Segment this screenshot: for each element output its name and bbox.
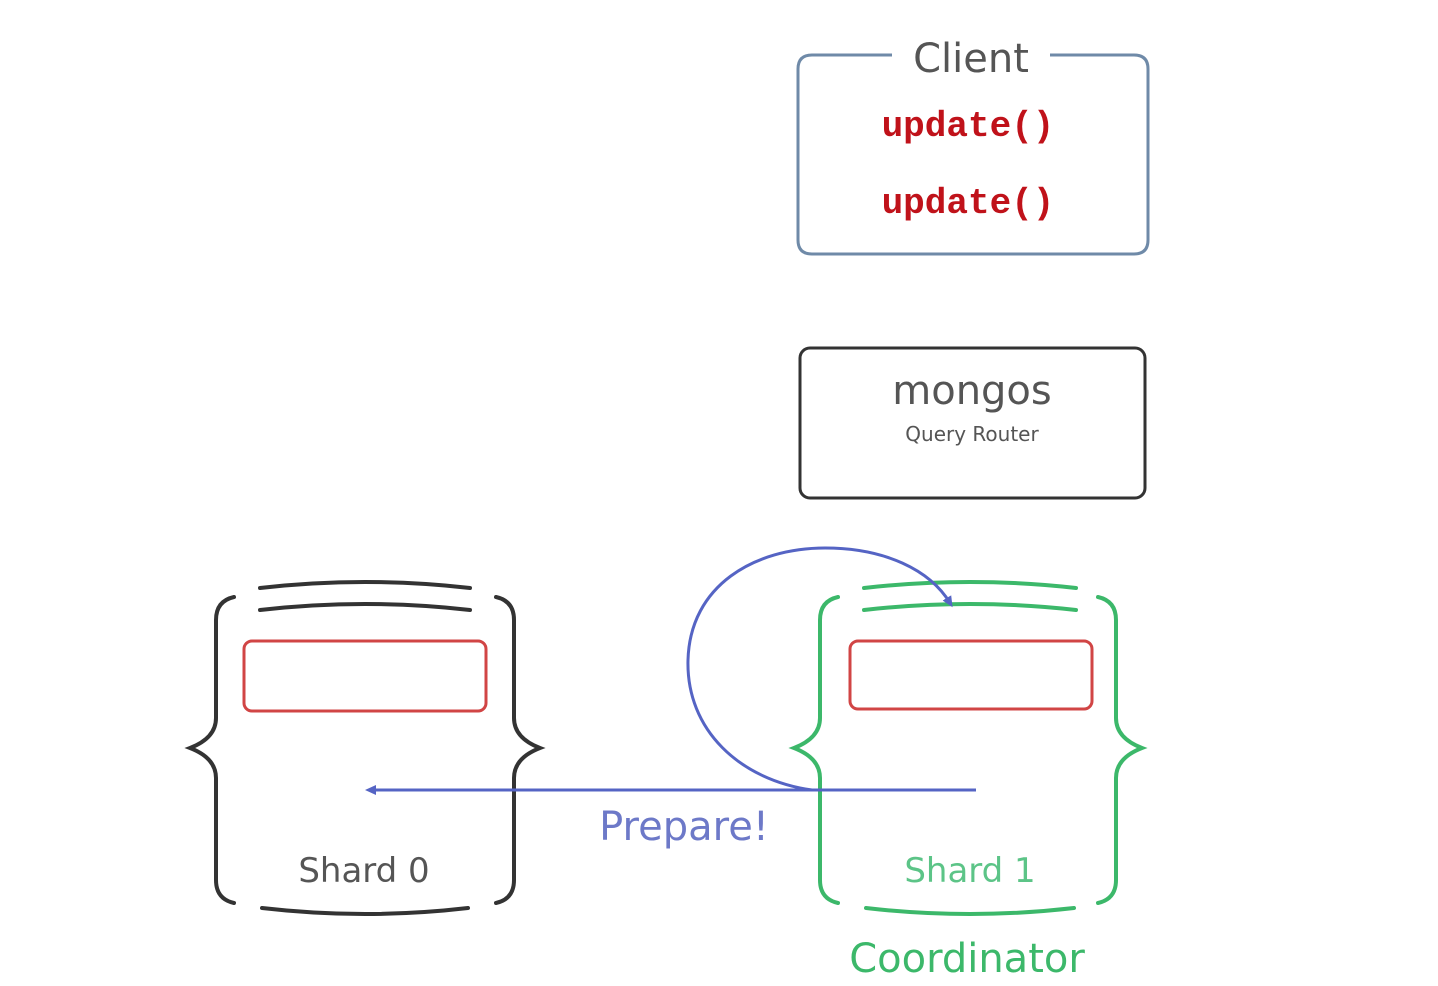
router-title: mongos <box>892 368 1052 414</box>
client-box-border <box>796 53 1150 256</box>
shard-1-top-lid-2 <box>862 602 1078 612</box>
shard-1-document-slot <box>848 639 1094 711</box>
coordinator-label: Coordinator <box>849 936 1085 982</box>
router-box-border <box>798 346 1147 500</box>
shard-1-left-brace <box>788 595 840 905</box>
shard-0-label: Shard 0 <box>298 851 429 891</box>
shard-1-label: Shard 1 <box>904 851 1035 891</box>
client-call-2: update() <box>882 183 1055 224</box>
shard-0: Shard 0 <box>184 580 546 916</box>
client-title: Client <box>913 36 1029 82</box>
shard-1-top-lid-1 <box>862 580 1078 590</box>
shard-1: Shard 1 Coordinator <box>788 580 1148 982</box>
client-call-1: update() <box>882 106 1055 147</box>
shard-0-document-slot <box>242 639 488 713</box>
shard-0-left-brace <box>184 595 236 905</box>
shard-1-bottom-lid <box>864 906 1076 916</box>
router-subtitle: Query Router <box>905 422 1039 446</box>
shard-0-right-brace <box>494 595 546 905</box>
shard-0-top-lid-2 <box>258 602 472 612</box>
client-box: Client update() update() <box>796 36 1150 256</box>
prepare-messages: Prepare! <box>365 546 976 850</box>
prepare-label: Prepare! <box>599 804 769 850</box>
shard-0-bottom-lid <box>260 906 470 916</box>
prepare-arrow-to-self <box>686 546 953 792</box>
router-box: mongos Query Router <box>798 346 1147 500</box>
shard-1-right-brace <box>1096 595 1148 905</box>
shard-0-top-lid-1 <box>258 580 472 590</box>
